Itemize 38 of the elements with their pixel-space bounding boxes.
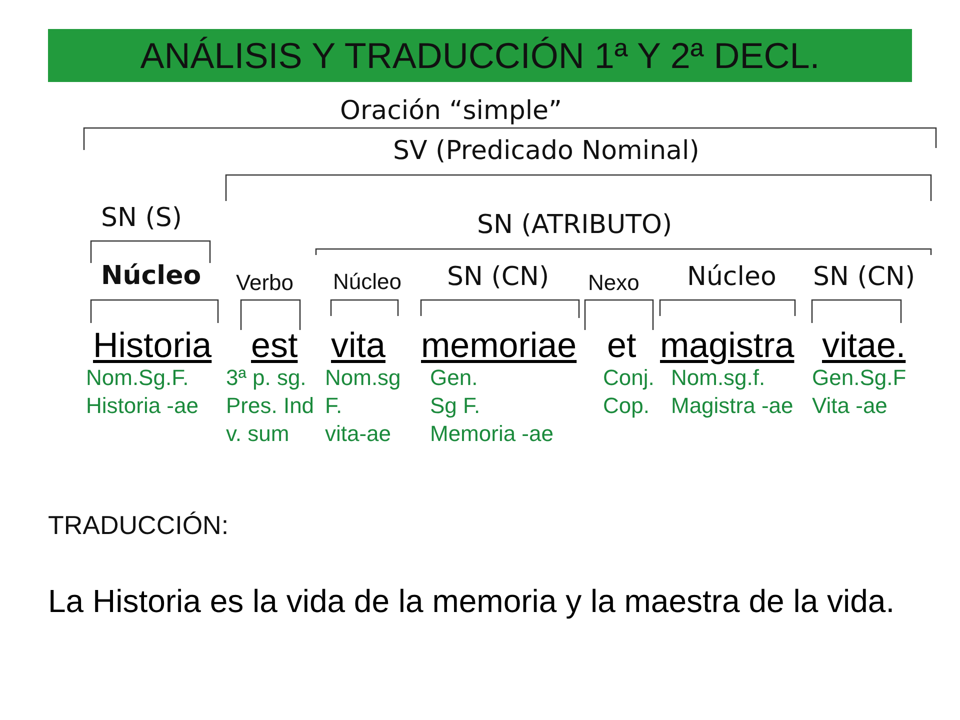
phrase-label: SV (Predicado Nominal) — [393, 138, 700, 164]
grammar-note: Sg F. — [430, 395, 480, 417]
grammar-note: Memoria -ae — [430, 423, 554, 445]
grammar-note: Nom.sg.f. — [671, 367, 766, 389]
phrase-label: Núcleo — [101, 263, 202, 289]
section-heading: TRADUCCIÓN: — [48, 512, 229, 538]
phrase-label: SN (CN) — [813, 264, 916, 290]
grammar-note: Vita -ae — [812, 395, 888, 417]
latin-word: Historia — [93, 328, 212, 363]
phrase-label: Núcleo — [687, 264, 776, 290]
function-label: Núcleo — [333, 271, 402, 293]
grammar-note: 3ª p. sg. — [226, 367, 306, 389]
latin-word: vita — [331, 328, 386, 363]
latin-word: est — [251, 328, 298, 363]
grammar-note: Gen. — [430, 367, 478, 389]
grammar-note: vita-ae — [325, 423, 392, 445]
phrase-label: SN (S) — [101, 205, 182, 231]
translation-text: La Historia es la vida de la memoria y la maestra de la vida. — [48, 585, 895, 617]
latin-word: vitae. — [822, 328, 906, 363]
grammar-note: Cop. — [603, 395, 650, 417]
grammar-note: Conj. — [603, 367, 654, 389]
grammar-note: v. sum — [226, 423, 290, 445]
phrase-label: SN (ATRIBUTO) — [477, 212, 672, 238]
latin-word: et — [607, 328, 636, 363]
function-label: Nexo — [588, 272, 640, 294]
latin-word: magistra — [660, 328, 794, 363]
grammar-note: Nom.Sg.F. — [86, 367, 189, 389]
phrase-label: Oración “simple” — [340, 98, 562, 124]
function-label: Verbo — [236, 272, 294, 294]
grammar-note: Magistra -ae — [671, 395, 794, 417]
phrase-label: SN (CN) — [447, 264, 550, 290]
grammar-note: Pres. Ind — [226, 395, 314, 417]
latin-word: memoriae — [421, 328, 577, 363]
grammar-note: Historia -ae — [86, 395, 198, 417]
title-banner: ANÁLISIS Y TRADUCCIÓN 1ª Y 2ª DECL. — [48, 29, 912, 82]
grammar-note: F. — [325, 395, 342, 417]
grammar-note: Gen.Sg.F — [812, 367, 906, 389]
grammar-note: Nom.sg — [325, 367, 401, 389]
